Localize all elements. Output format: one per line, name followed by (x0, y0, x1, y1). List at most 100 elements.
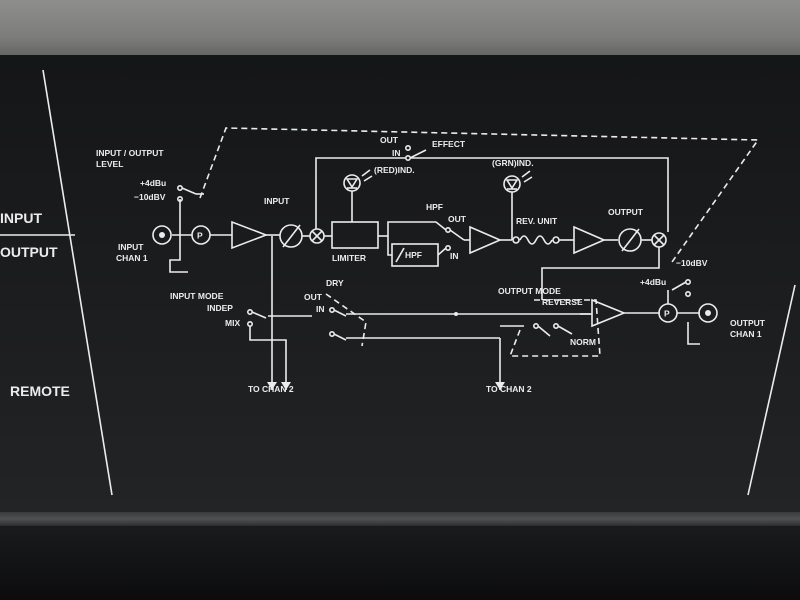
red-led-ray-2 (363, 175, 373, 182)
dry-contact-b (328, 330, 335, 337)
output-section-label: OUTPUT (0, 244, 58, 260)
mix-contact (247, 320, 254, 327)
to-chan2-arrow-b (281, 382, 291, 390)
effect-in-label: IN (392, 148, 401, 158)
hpf-switch-blade (449, 229, 465, 241)
output-level-contact-a (684, 278, 691, 285)
output-mode-blade-a (537, 325, 551, 337)
printed-panel (0, 55, 800, 518)
level-label: LEVEL (96, 159, 123, 169)
green-led-ray-1 (521, 170, 531, 178)
mixer-node-x2 (311, 230, 323, 242)
hpf-in-label: IN (450, 251, 459, 261)
input-output-level-label: INPUT / OUTPUT (96, 148, 164, 158)
output-driver-amp-icon (591, 298, 627, 328)
dry-switch-blade-b (333, 333, 347, 341)
output-minus10dbv-label: −10dBV (676, 258, 708, 268)
input-gain-label: INPUT (264, 196, 290, 206)
output-mode-label: OUTPUT MODE (498, 286, 561, 296)
level-switch-blade (181, 187, 197, 195)
effect-return-wire (410, 157, 669, 232)
output-mode-contact-a (532, 322, 539, 329)
output-level-blade (671, 281, 687, 291)
hpf-filter-slope (395, 247, 405, 263)
to-chan2-wire-b (249, 326, 287, 390)
rev-unit-jack-out (552, 236, 560, 244)
output-jack-icon (698, 303, 718, 323)
dry-out-label: OUT (304, 292, 323, 302)
dry-contact-a (328, 306, 335, 313)
limiter-label: LIMITER (332, 253, 366, 263)
panel-bottom-rail (0, 512, 800, 526)
output-gain-label: OUTPUT (608, 207, 644, 217)
limiter-block-icon (331, 221, 379, 249)
output-ground-wire (687, 322, 700, 345)
rev-unit-jack-in (512, 236, 520, 244)
input-mode-blade (251, 311, 267, 319)
level-switch-contact-a (177, 185, 184, 192)
input-mode-label: INPUT MODE (170, 291, 224, 301)
input-minus10dbv-label: −10dBV (134, 192, 166, 202)
mix-label: MIX (225, 318, 240, 328)
hpf-out-label: OUT (448, 214, 467, 224)
input-chan1-label: INPUT (118, 242, 144, 252)
output-pot-glyph: P (664, 309, 670, 319)
input-jack-pin (159, 232, 165, 238)
effect-switch-contact-b (404, 155, 411, 162)
rev-spring-icon (519, 235, 553, 245)
norm-label: NORM (570, 337, 596, 347)
input-gain-knob-slash (282, 224, 301, 248)
effect-switch-blade (409, 149, 427, 159)
dry-switch-blade-a (333, 309, 347, 317)
hpf-out-wire (437, 247, 447, 256)
hpf-in-wire (387, 236, 392, 256)
chassis-top-cover (0, 0, 800, 62)
output-mode-contact-b (552, 322, 559, 329)
to-chan2-left-label: TO CHAN 2 (248, 384, 294, 394)
input-jack-icon (152, 225, 172, 245)
input-pot-glyph: P (197, 231, 203, 241)
output-mode-linkage (508, 299, 601, 357)
hpf-switch-contact-b (444, 245, 451, 252)
effect-label: EFFECT (432, 139, 466, 149)
effect-out-label: OUT (380, 135, 399, 145)
output-chan1-sub-label: CHAN 1 (730, 329, 762, 339)
red-led-diode (345, 178, 359, 189)
output-plus4dbu-label: +4dBu (640, 277, 666, 287)
lower-chassis (0, 526, 800, 600)
effect-switch-contact-a (404, 145, 411, 152)
to-chan2-arrow-a (267, 382, 277, 390)
green-led-ray-2 (523, 176, 533, 183)
green-led-diode (505, 179, 519, 190)
input-plus4dbu-label: +4dBu (140, 178, 166, 188)
red-led-ray-1 (361, 169, 371, 177)
hpf-switch-contact-a (444, 227, 451, 234)
red-indicator-label: (RED)IND. (374, 165, 415, 175)
green-indicator-label: (GRN)IND. (492, 158, 534, 168)
output-amp-icon (573, 225, 607, 255)
effect-send-wire (315, 157, 406, 229)
input-section-label: INPUT (0, 210, 42, 226)
rev-unit-label: REV. UNIT (516, 216, 558, 226)
input-amp-icon (231, 220, 269, 250)
output-jack-pin (705, 310, 711, 316)
dry-in-label: IN (316, 304, 325, 314)
left-divider-line (42, 69, 113, 496)
output-mixer-x2 (653, 234, 665, 246)
input-ground-wire (169, 199, 188, 273)
output-mode-blade-b (557, 325, 573, 335)
hpf-filter-label: HPF (405, 250, 422, 260)
to-chan2-right-label: TO CHAN 2 (486, 384, 532, 394)
reverse-label: REVERSE (542, 297, 583, 307)
output-chan1-label: OUTPUT (730, 318, 766, 328)
output-return-wire (541, 247, 660, 300)
rev-amp-icon (469, 225, 503, 255)
right-divider-line (747, 284, 796, 496)
output-level-contact-b (684, 290, 691, 297)
dry-label: DRY (326, 278, 344, 288)
indep-contact (247, 308, 254, 315)
input-chan1-sub-label: CHAN 1 (116, 253, 148, 263)
indep-label: INDEP (207, 303, 233, 313)
